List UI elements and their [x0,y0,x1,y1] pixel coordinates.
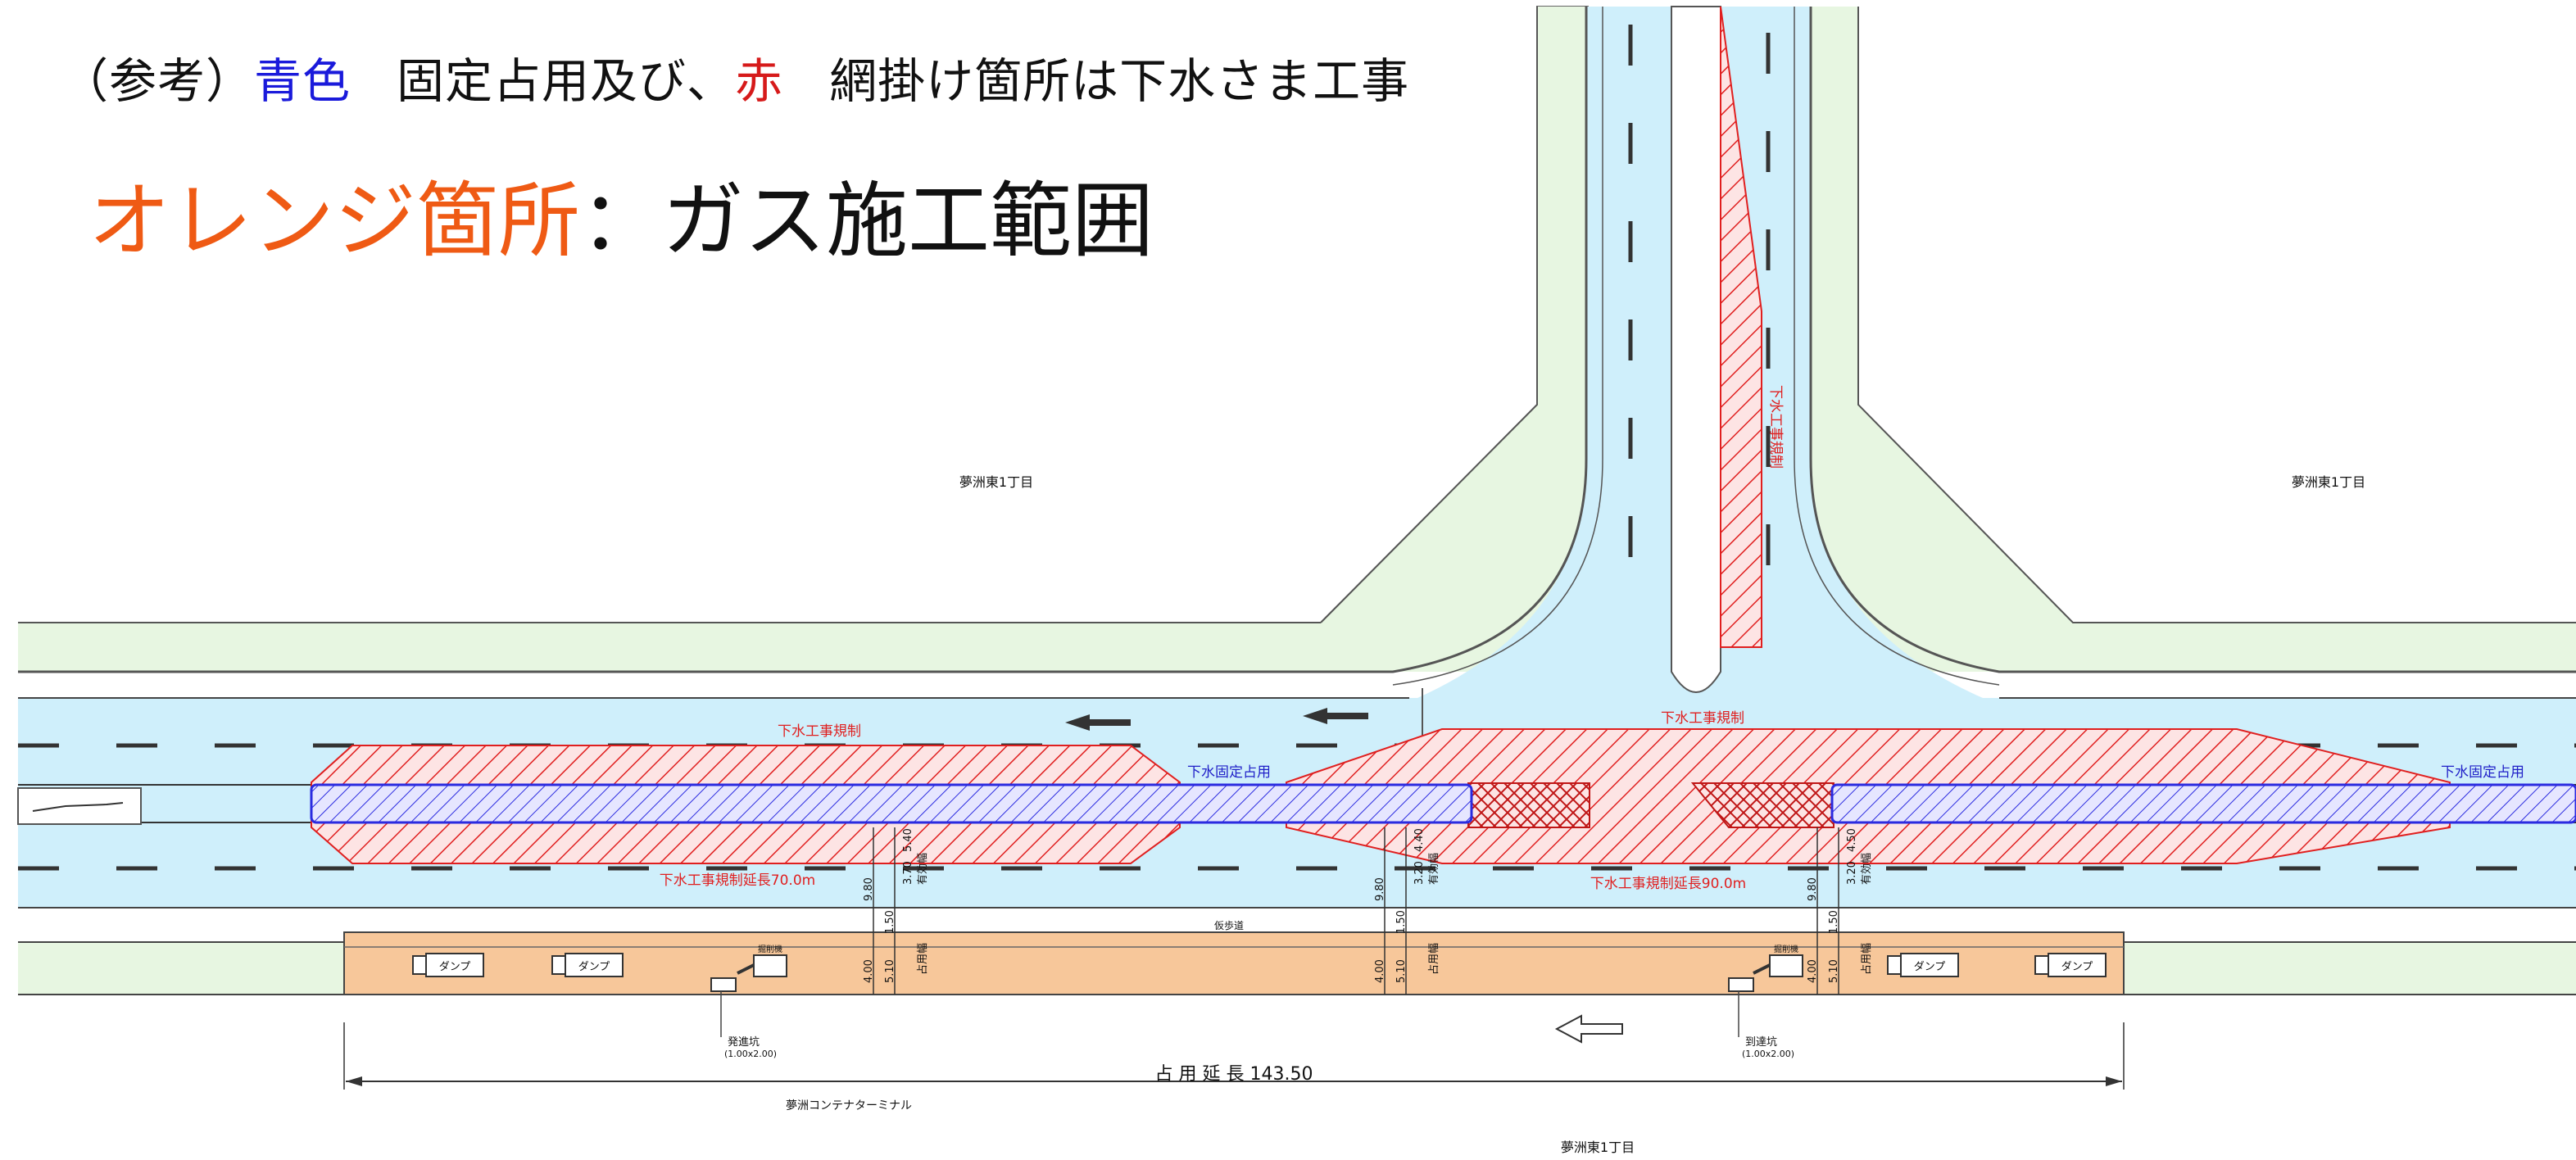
svg-text:5.10: 5.10 [1828,959,1840,983]
svg-text:9.80: 9.80 [1374,877,1386,901]
svg-text:4.00: 4.00 [1374,959,1386,983]
width-dimensions: 9.80 4.00 1.50 5.10 3.70 5.40 有効幅 占用幅 9.… [863,827,1873,995]
arrival-pit-label: 到達坑 [1745,1036,1777,1049]
svg-text:5.10: 5.10 [1395,959,1408,983]
svg-text:3.20: 3.20 [1413,861,1426,885]
sewer-regulation-vertical-label: 下水工事規制 [1767,385,1784,469]
district-label: 夢洲東1丁目 [2292,474,2365,490]
sewer-regulation-label: 下水工事規制 [1661,710,1744,727]
svg-text:占用幅: 占用幅 [1428,943,1440,975]
legend-prefix: （参考） [61,53,255,109]
dump-label: ダンプ [439,961,471,973]
sewer-regulation-label: 下水工事規制 [778,723,861,740]
excavator-label: 掘削機 [758,944,782,954]
svg-text:9.80: 9.80 [1807,877,1819,901]
start-pit-size: (1.00x2.00) [724,1049,777,1059]
legend-gas-range: ：ガス施工範囲 [580,173,1154,269]
legend-mid: 固定占用及び、 [397,53,736,109]
svg-text:4.00: 4.00 [863,959,875,983]
dump-label: ダンプ [2061,961,2093,973]
excavator-label: 掘削機 [1774,944,1798,954]
terminal-label: 夢洲コンテナターミナル [786,1099,912,1112]
svg-text:3.70: 3.70 [902,861,914,885]
legend-line-2: オレンジ箇所：ガス施工範囲 [88,154,1154,273]
sewer-fixed-label: 下水固定占用 [2441,764,2524,781]
legend-blue-label: 青色 [254,53,351,109]
svg-text:9.80: 9.80 [863,877,875,901]
start-pit-marker [710,977,737,992]
arrival-pit-marker [1728,977,1754,992]
dump-truck-icon: ダンプ [412,953,484,977]
svg-text:4.50: 4.50 [1846,828,1858,852]
legend-suffix: 網掛け箇所は下水さま工事 [829,53,1410,109]
sewer-fixed-occupancy [310,783,2576,824]
sewer-fixed-label: 下水固定占用 [1187,764,1271,781]
svg-text:1.50: 1.50 [1828,910,1840,934]
legend-red-label: 赤 [735,53,784,109]
svg-text:5.10: 5.10 [884,959,896,983]
temp-sidewalk-label: 仮歩道 [1214,919,1244,931]
district-label: 夢洲東1丁目 [959,474,1033,490]
svg-text:占用幅: 占用幅 [1861,943,1873,975]
svg-text:1.50: 1.50 [1395,910,1408,934]
excavator-icon: 掘削機 [737,944,787,977]
traffic-arrow-icon [1065,708,1368,731]
svg-text:有効幅: 有効幅 [1861,853,1873,885]
svg-text:占用幅: 占用幅 [917,943,929,975]
dump-truck-icon: ダンプ [551,953,624,977]
gas-construction-area [343,931,2125,995]
svg-text:4.40: 4.40 [1413,828,1426,852]
svg-text:5.40: 5.40 [902,828,914,852]
legend-line-1: （参考）青色固定占用及び、赤網掛け箇所は下水さま工事 [61,43,1409,111]
dump-label: ダンプ [1914,961,1946,973]
occupancy-length-dimension: 占 用 延 長 143.50 [343,1022,2125,1090]
excavator-icon: 掘削機 [1753,944,1803,977]
start-pit-label: 発進坑 [728,1036,760,1049]
dump-truck-icon: ダンプ [1887,953,1959,977]
direction-arrow-icon [1554,1014,1623,1044]
svg-text:4.00: 4.00 [1807,959,1819,983]
occupancy-length-text: 占 用 延 長 143.50 [1155,1064,1313,1085]
dump-truck-icon: ダンプ [2034,953,2107,977]
district-label: 夢洲東1丁目 [1561,1140,1635,1155]
svg-text:有効幅: 有効幅 [1428,853,1440,885]
regulation-length-label: 下水工事規制延長70.0m [660,872,815,889]
dump-label: ダンプ [578,961,610,973]
regulation-length-label: 下水工事規制延長90.0m [1590,876,1746,892]
legend-orange-label: オレンジ箇所 [88,173,580,269]
arrival-pit-size: (1.00x2.00) [1742,1049,1794,1059]
svg-text:有効幅: 有効幅 [917,853,929,885]
svg-text:3.20: 3.20 [1846,861,1858,885]
svg-text:1.50: 1.50 [884,910,896,934]
